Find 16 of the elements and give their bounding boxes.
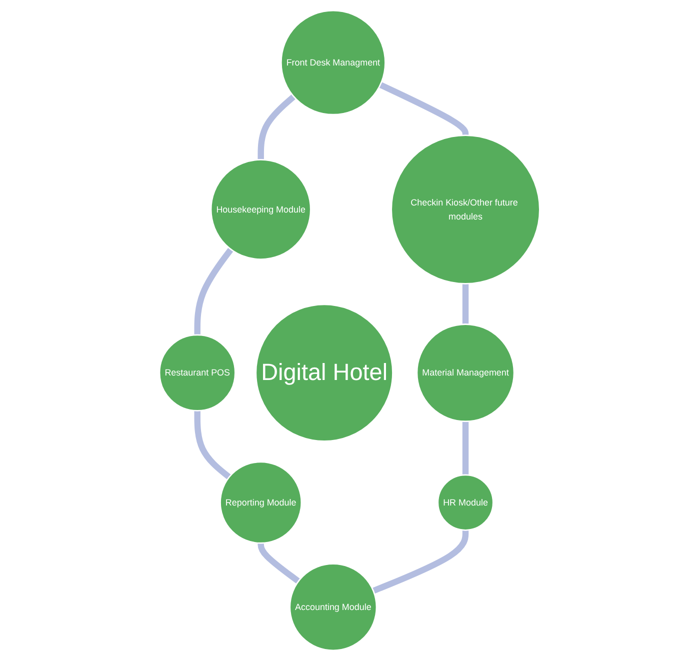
ring-connector [194,247,234,335]
ring-connector [379,82,469,137]
module-circle: Accounting Module [290,563,378,652]
module-circle: Material Management [416,324,516,422]
hub-circle: Digital Hotel [256,304,394,442]
module-circle: Restaurant POS [159,334,236,412]
ring-connector [258,94,296,160]
module-circle: HR Module [438,474,494,531]
ring-connector [258,542,301,584]
module-circle: Housekeeping Module [210,159,312,260]
ring-connector [462,421,469,475]
ring-connector [462,282,469,324]
module-circle: Reporting Module [220,461,302,544]
module-circle: Checkin Kiosk/Other future modules [391,134,541,284]
ring-connector [194,410,232,480]
module-circle: Front Desk Managment [280,10,386,116]
